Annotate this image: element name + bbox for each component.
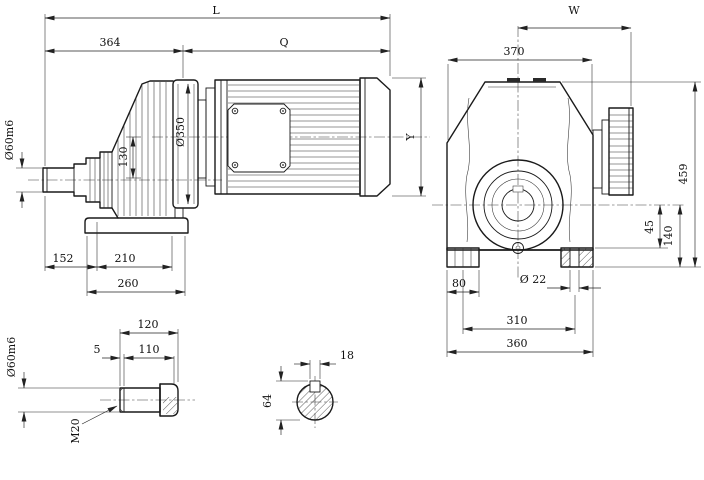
dim-label-5: 5 <box>94 343 101 356</box>
dim-370: 370 <box>447 45 593 140</box>
dim-dia350: Ø350 <box>174 83 191 205</box>
dim-45-140-459: 45 140 459 <box>562 81 701 268</box>
dim-label-L: L <box>212 4 220 17</box>
dim-80-dia22-310-360: 80 Ø 22 310 360 <box>446 270 601 357</box>
dim-18: 18 <box>294 349 354 379</box>
dim-label-dia22: Ø 22 <box>520 273 547 286</box>
dim-label-260: 260 <box>118 277 139 290</box>
dim-label-W: W <box>568 4 580 17</box>
dim-Y: Y <box>392 77 426 197</box>
dim-label-18: 18 <box>340 349 354 362</box>
dim-label-64: 64 <box>261 394 274 408</box>
lifting-boss <box>533 78 546 82</box>
shaft-detail-body <box>119 383 179 417</box>
dim-label-152: 152 <box>53 252 74 265</box>
output-shaft <box>42 151 113 209</box>
dim-label-370: 370 <box>504 45 525 58</box>
callout-M20: M20 <box>69 405 118 444</box>
front-housing <box>446 78 594 251</box>
dim-label-120: 120 <box>138 318 159 331</box>
dim-label-364: 364 <box>100 36 121 49</box>
motor-body <box>214 77 391 197</box>
lifting-boss <box>507 78 520 82</box>
gearbox-housing <box>111 79 216 219</box>
key-section <box>309 380 321 393</box>
dim-L: L <box>44 4 391 166</box>
sectioned-foot-hatch <box>579 248 593 267</box>
dim-label-80: 80 <box>452 277 466 290</box>
shaft-end-detail: Ø60m6 120 5 110 M20 <box>5 318 195 444</box>
dim-label-210: 210 <box>115 252 136 265</box>
dim-label-310: 310 <box>507 314 528 327</box>
dim-dia60-detail: Ø60m6 <box>5 337 119 428</box>
dim-364-Q: 364 Q <box>44 36 391 78</box>
fan-cover <box>359 77 391 197</box>
dim-label-Y: Y <box>404 133 417 142</box>
dim-130: 130 <box>117 136 141 179</box>
front-view: 370 W 45 140 459 <box>432 4 701 357</box>
mounting-foot <box>84 217 189 234</box>
sectioned-collar-hatch <box>163 397 177 414</box>
callout-label-M20: M20 <box>69 418 82 443</box>
dim-label-130: 130 <box>117 147 130 168</box>
side-view: L 364 Q Ø60m6 130 Ø350 <box>3 4 430 296</box>
dim-label-110: 110 <box>139 343 160 356</box>
dim-label-45: 45 <box>643 220 656 234</box>
dim-label-dia60-side: Ø60m6 <box>3 120 16 160</box>
dim-label-dia350: Ø350 <box>174 117 187 147</box>
dim-W: W <box>517 4 632 106</box>
dim-152-210-260: 152 210 260 <box>44 196 186 296</box>
dim-label-dia60-detail: Ø60m6 <box>5 337 18 377</box>
front-feet <box>446 247 594 268</box>
sectioned-foot-hatch <box>561 248 570 267</box>
dim-120-5-110: 120 5 110 <box>94 318 179 386</box>
motor-end-view <box>592 107 634 196</box>
dim-label-459: 459 <box>677 164 690 185</box>
motor-terminal-plate <box>227 103 291 173</box>
dim-label-Q: Q <box>279 36 288 49</box>
dim-label-140: 140 <box>662 226 675 247</box>
dim-label-360: 360 <box>507 337 528 350</box>
dim-64: 64 <box>261 366 308 435</box>
shaft-section-detail: 18 64 <box>261 349 354 435</box>
drain-plug <box>512 242 524 254</box>
keyway <box>512 185 524 193</box>
dim-dia60-side: Ø60m6 <box>3 120 42 208</box>
